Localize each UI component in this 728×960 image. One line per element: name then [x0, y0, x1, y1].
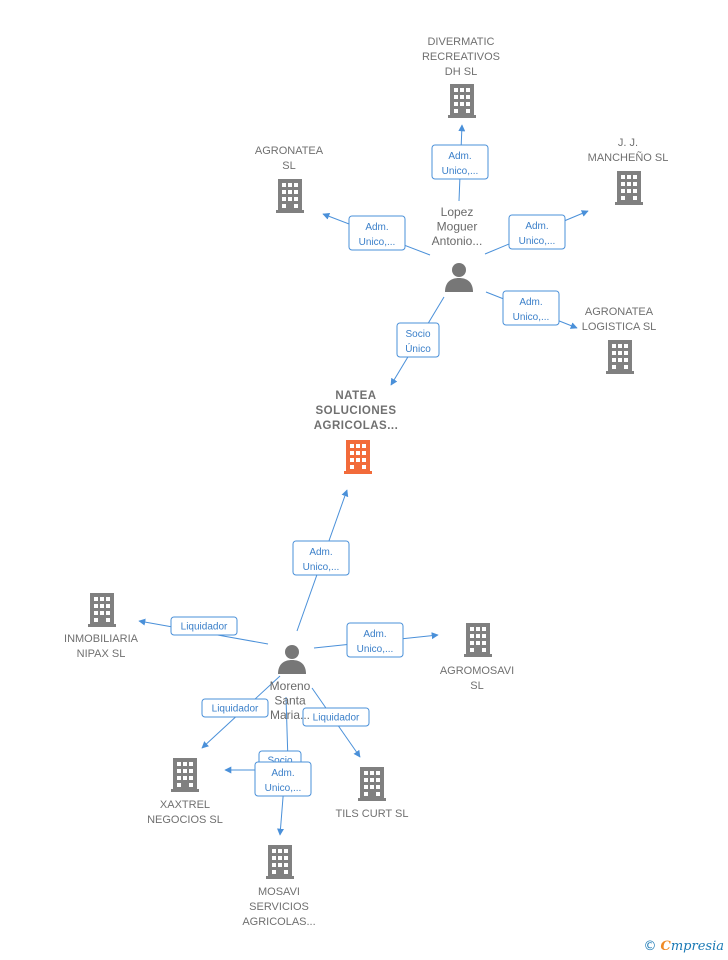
node-label-text: AGROMOSAVI: [440, 665, 514, 677]
node-label-text: SERVICIOS: [249, 901, 309, 913]
edge-label-text: Adm.: [309, 547, 332, 558]
node-label-text: NATEA: [335, 390, 376, 402]
edge-label-text: Unico,...: [359, 237, 396, 248]
brand-watermark: ©Cmpresia: [644, 939, 725, 954]
node-label-text: Lopez: [441, 205, 474, 219]
edge-label-text: Adm.: [271, 768, 294, 779]
node-agromosavi[interactable]: AGROMOSAVI SL: [440, 623, 514, 692]
edge-label-e8[interactable]: Adm. Unico,...: [346, 622, 404, 658]
edge-label-box: [254, 761, 312, 797]
edge-label-box: [348, 215, 406, 251]
node-label-text: Santa: [274, 694, 306, 708]
edge-label-text: Unico,...: [513, 312, 550, 323]
building-icon: [464, 623, 492, 657]
node-label-text: Antonio...: [432, 234, 483, 248]
building-icon: [448, 84, 476, 118]
node-jj[interactable]: J. J. MANCHEÑO SL: [588, 137, 669, 205]
node-label-text: MANCHEÑO SL: [588, 151, 669, 164]
edge-label-e6[interactable]: Adm. Unico,...: [292, 540, 350, 576]
node-label-text: DIVERMATIC: [427, 36, 494, 48]
node-xaxtrel[interactable]: XAXTREL NEGOCIOS SL: [147, 758, 223, 826]
node-label-text: TILS CURT SL: [336, 808, 409, 820]
node-label-text: AGRONATEA: [255, 145, 324, 157]
edge-label-text: Socio: [267, 756, 292, 767]
edge-label-text: Liquidador: [313, 713, 360, 724]
edge-label-e12[interactable]: Adm. Unico,...: [254, 761, 312, 797]
building-icon: [606, 340, 634, 374]
edge-label-text: Adm.: [448, 151, 471, 162]
edge-label-box: [346, 622, 404, 658]
node-label-text: RECREATIVOS: [422, 51, 500, 63]
edge-label-box: [170, 616, 238, 636]
edge-label-box: [508, 214, 566, 250]
node-label-text: NIPAX SL: [77, 648, 126, 660]
edge-label-text: Unico,...: [519, 236, 556, 247]
edge-label-box: [292, 540, 350, 576]
brand-first-letter: C: [660, 939, 671, 954]
node-divermatic[interactable]: DIVERMATIC RECREATIVOS DH SL: [422, 36, 500, 118]
node-label-text: DH SL: [445, 66, 477, 78]
edge-label-text: Único: [405, 342, 431, 355]
edge-label-text: Unico,...: [442, 166, 479, 177]
edge-label-box: [431, 144, 489, 180]
node-tils[interactable]: TILS CURT SL: [336, 767, 409, 820]
node-label-text: Moguer: [437, 220, 478, 234]
node-label-text: Moreno: [270, 679, 311, 693]
node-label-text: NEGOCIOS SL: [147, 814, 223, 826]
person-icon: [445, 263, 473, 292]
node-label-text: J. J.: [618, 137, 638, 149]
node-label-text: Maria...: [270, 708, 310, 722]
node-mosavi[interactable]: MOSAVI SERVICIOS AGRICOLAS...: [242, 845, 316, 928]
node-inmobiliaria[interactable]: INMOBILIARIA NIPAX SL: [64, 593, 139, 660]
building-icon: [266, 845, 294, 879]
node-label-text: SL: [470, 680, 483, 692]
edge-label-box: [502, 290, 560, 326]
edge-label-box: [302, 707, 370, 727]
copyright-icon: ©: [643, 939, 657, 954]
node-label-text: LOGISTICA SL: [582, 321, 657, 333]
node-label-text: INMOBILIARIA: [64, 633, 139, 645]
edge-label-text: Adm.: [525, 221, 548, 232]
edge-label-text: Liquidador: [181, 622, 228, 633]
node-natea[interactable]: NATEA SOLUCIONES AGRICOLAS...: [314, 390, 399, 474]
node-label-text: MOSAVI: [258, 886, 300, 898]
edge-label-box: [396, 322, 440, 358]
edge-label-e9[interactable]: Liquidador: [201, 698, 269, 718]
building-icon: [615, 171, 643, 205]
edge-label-text: Unico,...: [303, 562, 340, 573]
node-label-text: AGRICOLAS...: [242, 916, 315, 928]
edge-label-text: Liquidador: [212, 704, 259, 715]
node-label-text: XAXTREL: [160, 799, 210, 811]
edge-label-text: Socio: [405, 329, 430, 340]
edge-label-e1[interactable]: Adm. Unico,...: [431, 144, 489, 180]
person-icon: [278, 645, 306, 674]
building-icon: [171, 758, 199, 792]
node-moreno[interactable]: MorenoSantaMaria...: [270, 645, 311, 722]
edge-label-text: Unico,...: [357, 644, 394, 655]
edge-label-e10[interactable]: Liquidador: [302, 707, 370, 727]
node-agronatea[interactable]: AGRONATEA SL: [255, 145, 324, 213]
edge-label-text: Adm.: [363, 629, 386, 640]
brand-rest: mpresia: [670, 939, 724, 954]
edge-label-e7[interactable]: Liquidador: [170, 616, 238, 636]
node-label-text: AGRICOLAS...: [314, 420, 399, 432]
node-label-text: AGRONATEA: [585, 306, 654, 318]
node-label-text: SOLUCIONES: [315, 405, 396, 417]
edge-label-e4[interactable]: Adm. Unico,...: [502, 290, 560, 326]
edge-label-text: Adm.: [365, 222, 388, 233]
building-icon: [276, 179, 304, 213]
building-icon: [358, 767, 386, 801]
edge-label-box: [201, 698, 269, 718]
edge-label-e3[interactable]: Adm. Unico,...: [508, 214, 566, 250]
edge-label-text: Adm.: [519, 297, 542, 308]
node-agronatea_log[interactable]: AGRONATEA LOGISTICA SL: [582, 306, 657, 374]
building-icon: [88, 593, 116, 627]
node-lopez[interactable]: LopezMoguerAntonio...: [432, 205, 483, 292]
edge-label-text: Unico,...: [265, 783, 302, 794]
node-label-text: SL: [282, 160, 295, 172]
building-icon: [344, 440, 372, 474]
edge-label-e2[interactable]: Adm. Unico,...: [348, 215, 406, 251]
